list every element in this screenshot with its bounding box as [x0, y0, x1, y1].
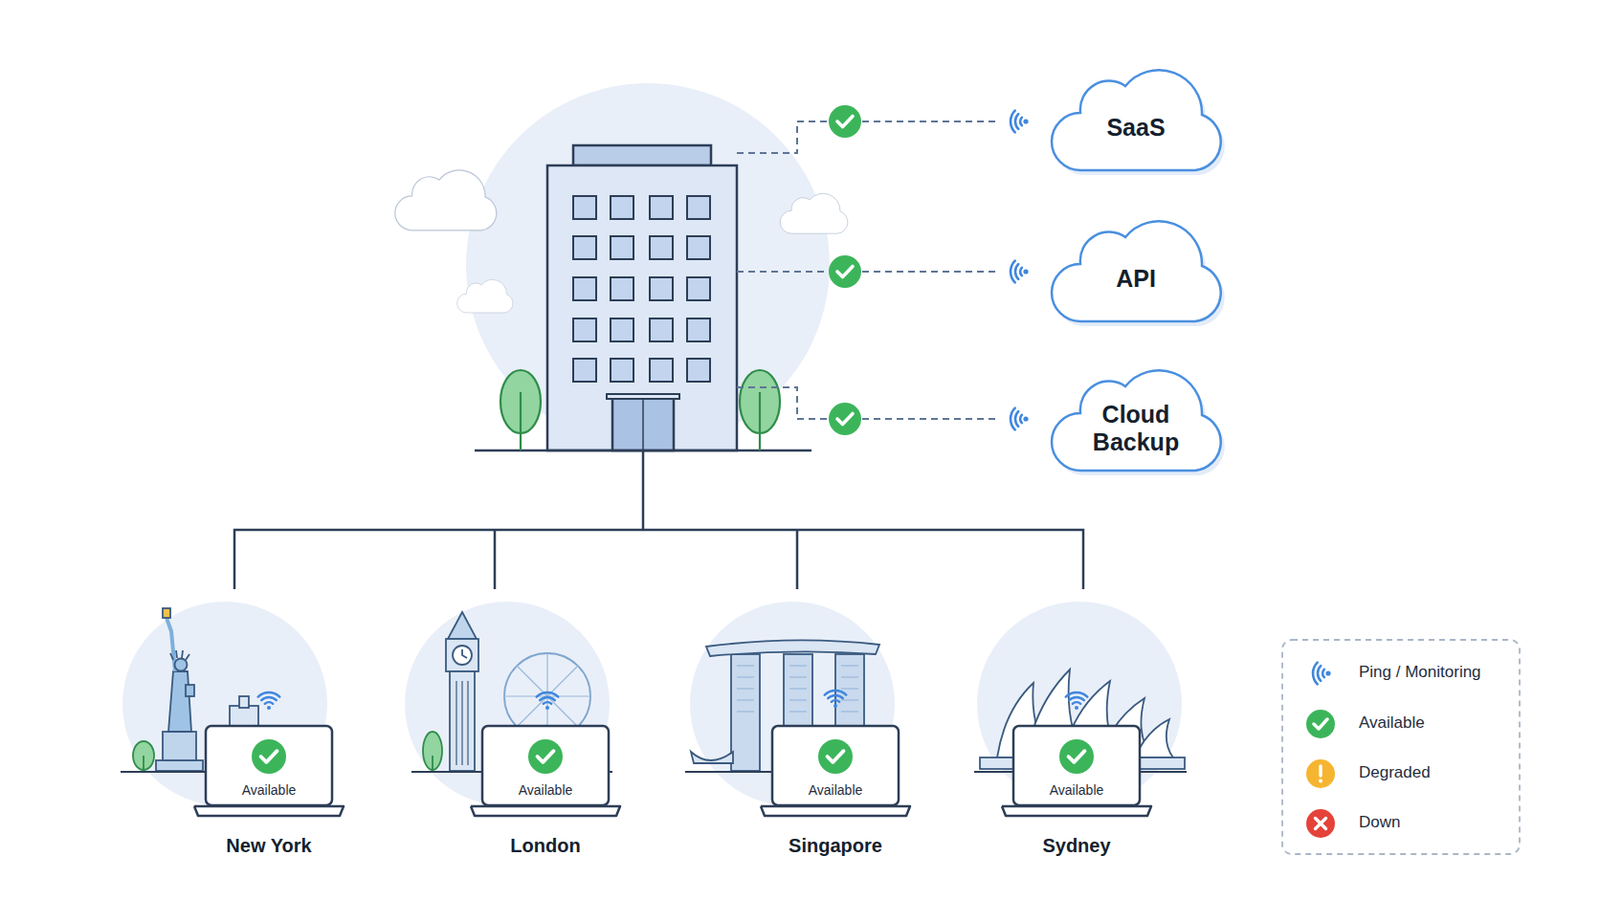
status-circle [1059, 739, 1094, 775]
legend-label: Down [1358, 813, 1400, 833]
laptop-base [470, 806, 621, 817]
cloud-shape [1051, 370, 1222, 471]
service-name: API [1082, 265, 1190, 293]
wifi-icon [258, 692, 281, 711]
check-mark [1313, 719, 1328, 730]
ping-icon [1010, 111, 1029, 134]
service-name: SaaS [1082, 113, 1190, 142]
check-mark [537, 751, 555, 763]
service-link [736, 121, 829, 154]
service-links [736, 121, 996, 420]
service-link [736, 387, 829, 420]
city-backdrop [977, 601, 1182, 807]
service-link [862, 270, 996, 273]
ping-arcs [1312, 663, 1332, 686]
status-swatch [1305, 709, 1336, 740]
service-name: Cloud Backup [1082, 400, 1190, 457]
cloud-label-box: Cloud Backup [1044, 357, 1228, 478]
status-text: Available [192, 782, 346, 799]
building-windows [573, 196, 711, 382]
ping-legend-icon [1305, 658, 1336, 689]
swatch-circle [1306, 809, 1335, 839]
laptop-base [194, 806, 344, 817]
service-link [736, 270, 829, 273]
cloud-label-box: SaaS [1044, 57, 1228, 178]
office-laptop: AvailableLondon [468, 722, 623, 862]
ping-icon [1010, 261, 1029, 284]
sydney-opera-house [974, 669, 1187, 773]
sky-cloud [395, 170, 497, 231]
sky-cloud [779, 193, 848, 234]
status-circle [818, 739, 853, 775]
door-split [642, 399, 645, 451]
cloud-shape [1051, 221, 1222, 322]
city-backdrop [404, 601, 610, 807]
status-check [828, 402, 862, 436]
cloud-shape [1051, 69, 1222, 171]
wifi-icon [536, 692, 559, 711]
status-text: Available [468, 782, 623, 799]
swatch-circle [1306, 759, 1335, 789]
laptop-base [1001, 806, 1152, 817]
swatch-circle [1306, 710, 1335, 739]
city-name: London [468, 835, 623, 858]
laptop-outline [1000, 722, 1154, 821]
laptop-outline [468, 722, 623, 821]
status-circle [251, 739, 287, 775]
status-circle [528, 739, 563, 775]
status-check [828, 255, 862, 289]
ping-arc [1312, 663, 1325, 686]
laptop-outline [758, 722, 912, 821]
legend-label: Ping / Monitoring [1358, 663, 1482, 683]
check-mark [261, 751, 278, 763]
office-laptop: AvailableSingapore [758, 722, 912, 862]
wifi-icon [1066, 692, 1089, 711]
cross-mark [1315, 819, 1327, 830]
city-name: Singapore [758, 835, 912, 858]
office-laptop: AvailableNew York [192, 722, 346, 862]
building-door [612, 398, 674, 451]
cloud-label-box: API [1044, 208, 1228, 329]
wifi-icon [824, 690, 847, 709]
status-swatch [1305, 758, 1336, 790]
office-laptop: AvailableSydney [1000, 722, 1154, 862]
service-link [862, 418, 996, 421]
status-text: Available [758, 782, 912, 799]
status-swatch [1305, 808, 1336, 840]
tree [739, 370, 780, 451]
cloud-service: Cloud Backup [1044, 357, 1228, 478]
building-body [547, 165, 737, 451]
exclamation-dot [1318, 779, 1323, 784]
status-check [828, 105, 862, 138]
laptop-base [760, 806, 911, 817]
office-building [474, 145, 812, 451]
exclamation-mark [1318, 766, 1322, 777]
ping-icon [1010, 408, 1029, 431]
sky-cloud [457, 279, 513, 313]
tree [500, 370, 541, 451]
legend-frame [1282, 640, 1520, 855]
status-text: Available [1000, 782, 1154, 799]
building-roof [573, 145, 712, 166]
city-name: New York [192, 835, 346, 858]
laptop-outline [192, 722, 346, 821]
cloud-service: SaaS [1044, 57, 1228, 178]
check-mark [1068, 751, 1086, 763]
cloud-service: API [1044, 208, 1228, 329]
check-mark [827, 751, 845, 763]
service-link [862, 120, 996, 123]
door-canopy [606, 394, 680, 400]
city-name: Sydney [1000, 835, 1154, 858]
ping-dot [1325, 670, 1331, 676]
legend-label: Available [1358, 713, 1425, 734]
branch-lines [234, 450, 1084, 590]
legend-label: Degraded [1358, 763, 1431, 783]
